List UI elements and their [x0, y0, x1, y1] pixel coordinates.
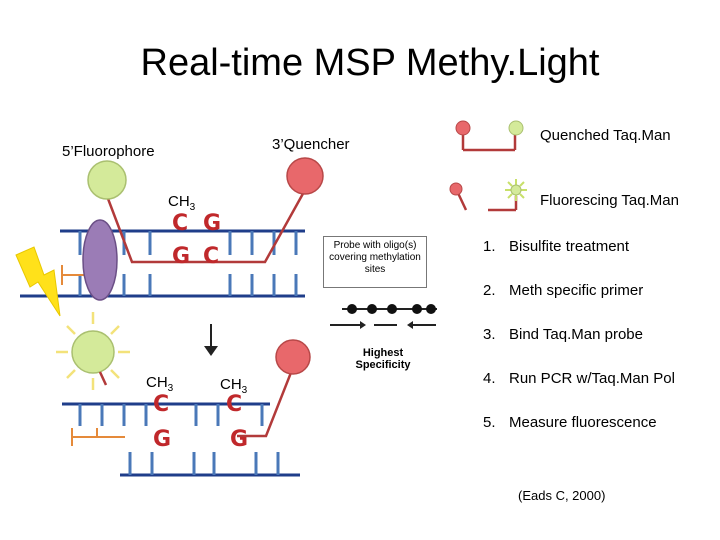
- fluorescing-taqman-label: Fluorescing Taq.Man: [540, 192, 679, 209]
- steps-list: 1.Bisulfite treatment 2.Meth specific pr…: [483, 238, 675, 458]
- bottom-quencher-circle: [275, 339, 311, 375]
- quenched-taqman-icon: [455, 120, 524, 152]
- step-item: 4.Run PCR w/Taq.Man Pol: [483, 370, 675, 387]
- step-item: 1.Bisulfite treatment: [483, 238, 630, 255]
- top-probe-line: [105, 189, 307, 264]
- quencher-circle: [286, 157, 324, 195]
- page-title: Real-time MSP Methy.Light: [140, 42, 600, 84]
- top-base-g-upper: G: [203, 211, 222, 236]
- bottom-base-c-right: C: [226, 392, 243, 417]
- step-item: 5.Measure fluorescence: [483, 414, 657, 431]
- fluorescing-taqman-icon: [449, 179, 527, 212]
- fluorophore-circle: [87, 160, 127, 200]
- bottom-probe-line: [237, 369, 294, 438]
- bottom-upper-teeth: [78, 404, 264, 426]
- bottom-base-c-left: C: [153, 392, 170, 417]
- down-arrow: [204, 324, 218, 356]
- step-item: 3.Bind Taq.Man probe: [483, 326, 643, 343]
- step-item: 2.Meth specific primer: [483, 282, 644, 299]
- top-base-c-lower: C: [203, 244, 220, 269]
- fluorophore-label: 5’Fluorophore: [62, 143, 155, 160]
- polymerase-ellipse: [82, 219, 118, 301]
- bottom-base-g-right: G: [230, 427, 249, 452]
- bottom-base-g-left: G: [153, 427, 172, 452]
- top-base-c-upper: C: [172, 211, 189, 236]
- released-fluorophore: [56, 312, 130, 390]
- citation: (Eads C, 2000): [518, 488, 606, 503]
- top-ch3-label: CH3: [168, 193, 196, 213]
- inset-graphic: [330, 304, 437, 329]
- quenched-taqman-label: Quenched Taq.Man: [540, 127, 671, 144]
- top-base-g-lower: G: [172, 244, 191, 269]
- probe-box-label: Probe with oligo(s) covering methylation…: [323, 236, 427, 288]
- bottom-right-ch3-label: CH3: [220, 376, 248, 396]
- bottom-left-ch3-label: CH3: [146, 374, 174, 394]
- highest-specificity-label: Highest Specificity: [355, 347, 411, 371]
- lightning-bolt: [15, 246, 61, 317]
- quencher-label: 3’Quencher: [272, 136, 350, 153]
- bottom-lower-teeth: [128, 452, 280, 475]
